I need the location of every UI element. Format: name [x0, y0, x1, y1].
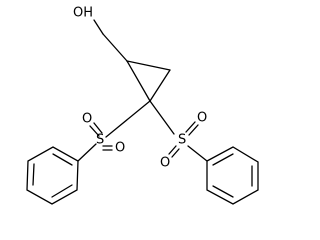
right-phenyl-ring [206, 146, 259, 205]
ring-bond-top [126, 60, 171, 71]
left-phenyl-inner-bond-1 [51, 184, 73, 198]
chemical-structure-diagram: OH S O O S O O [26, 6, 259, 205]
right-sulfur-oxygen-bottom-bond-a [168, 145, 177, 155]
left-sulfur-to-phenyl-bond [77, 143, 97, 162]
left-phenyl-inner-bond-3 [52, 153, 73, 166]
oh-to-ch2-bond [93, 19, 104, 35]
right-sulfur-oxygen-top-bond-a [185, 121, 196, 133]
left-oxygen-bottom-label: O [115, 141, 125, 156]
cyclopropane-fragment [93, 19, 171, 102]
hydroxyl-label: OH [73, 6, 93, 21]
left-phenyl-outline [26, 146, 79, 205]
left-sulfur-label: S [96, 133, 104, 148]
right-sulfur-to-phenyl-bond [187, 145, 208, 162]
left-phenyl-ring [26, 146, 79, 205]
left-sulfur-oxygen-top-bond-a [89, 125, 100, 137]
right-phenyl-inner-bond-3 [212, 185, 234, 198]
left-oxygen-top-label: O [82, 112, 92, 127]
ring-to-right-sulfur-bond [149, 100, 175, 135]
right-oxygen-top-label: O [197, 111, 207, 126]
ch2-to-ring-bond [102, 33, 128, 62]
ring-bond-right [149, 69, 171, 102]
right-sulfur-label: S [178, 133, 186, 148]
ring-to-left-sulfur-bond [105, 100, 151, 138]
right-phenyl-inner-bond-1 [212, 153, 234, 166]
left-sulfonyl-group [77, 100, 151, 162]
right-oxygen-bottom-label: O [160, 156, 170, 171]
left-sulfur-oxygen-top-bond-b [93, 122, 103, 134]
left-phenyl-inner-bond-2 [32, 163, 35, 186]
ring-bond-left [126, 60, 151, 102]
right-phenyl-outline [206, 146, 259, 205]
right-sulfonyl-group [149, 100, 208, 162]
right-sulfur-oxygen-top-bond-b [188, 124, 199, 136]
right-sulfur-oxygen-bottom-bond-b [171, 148, 180, 158]
